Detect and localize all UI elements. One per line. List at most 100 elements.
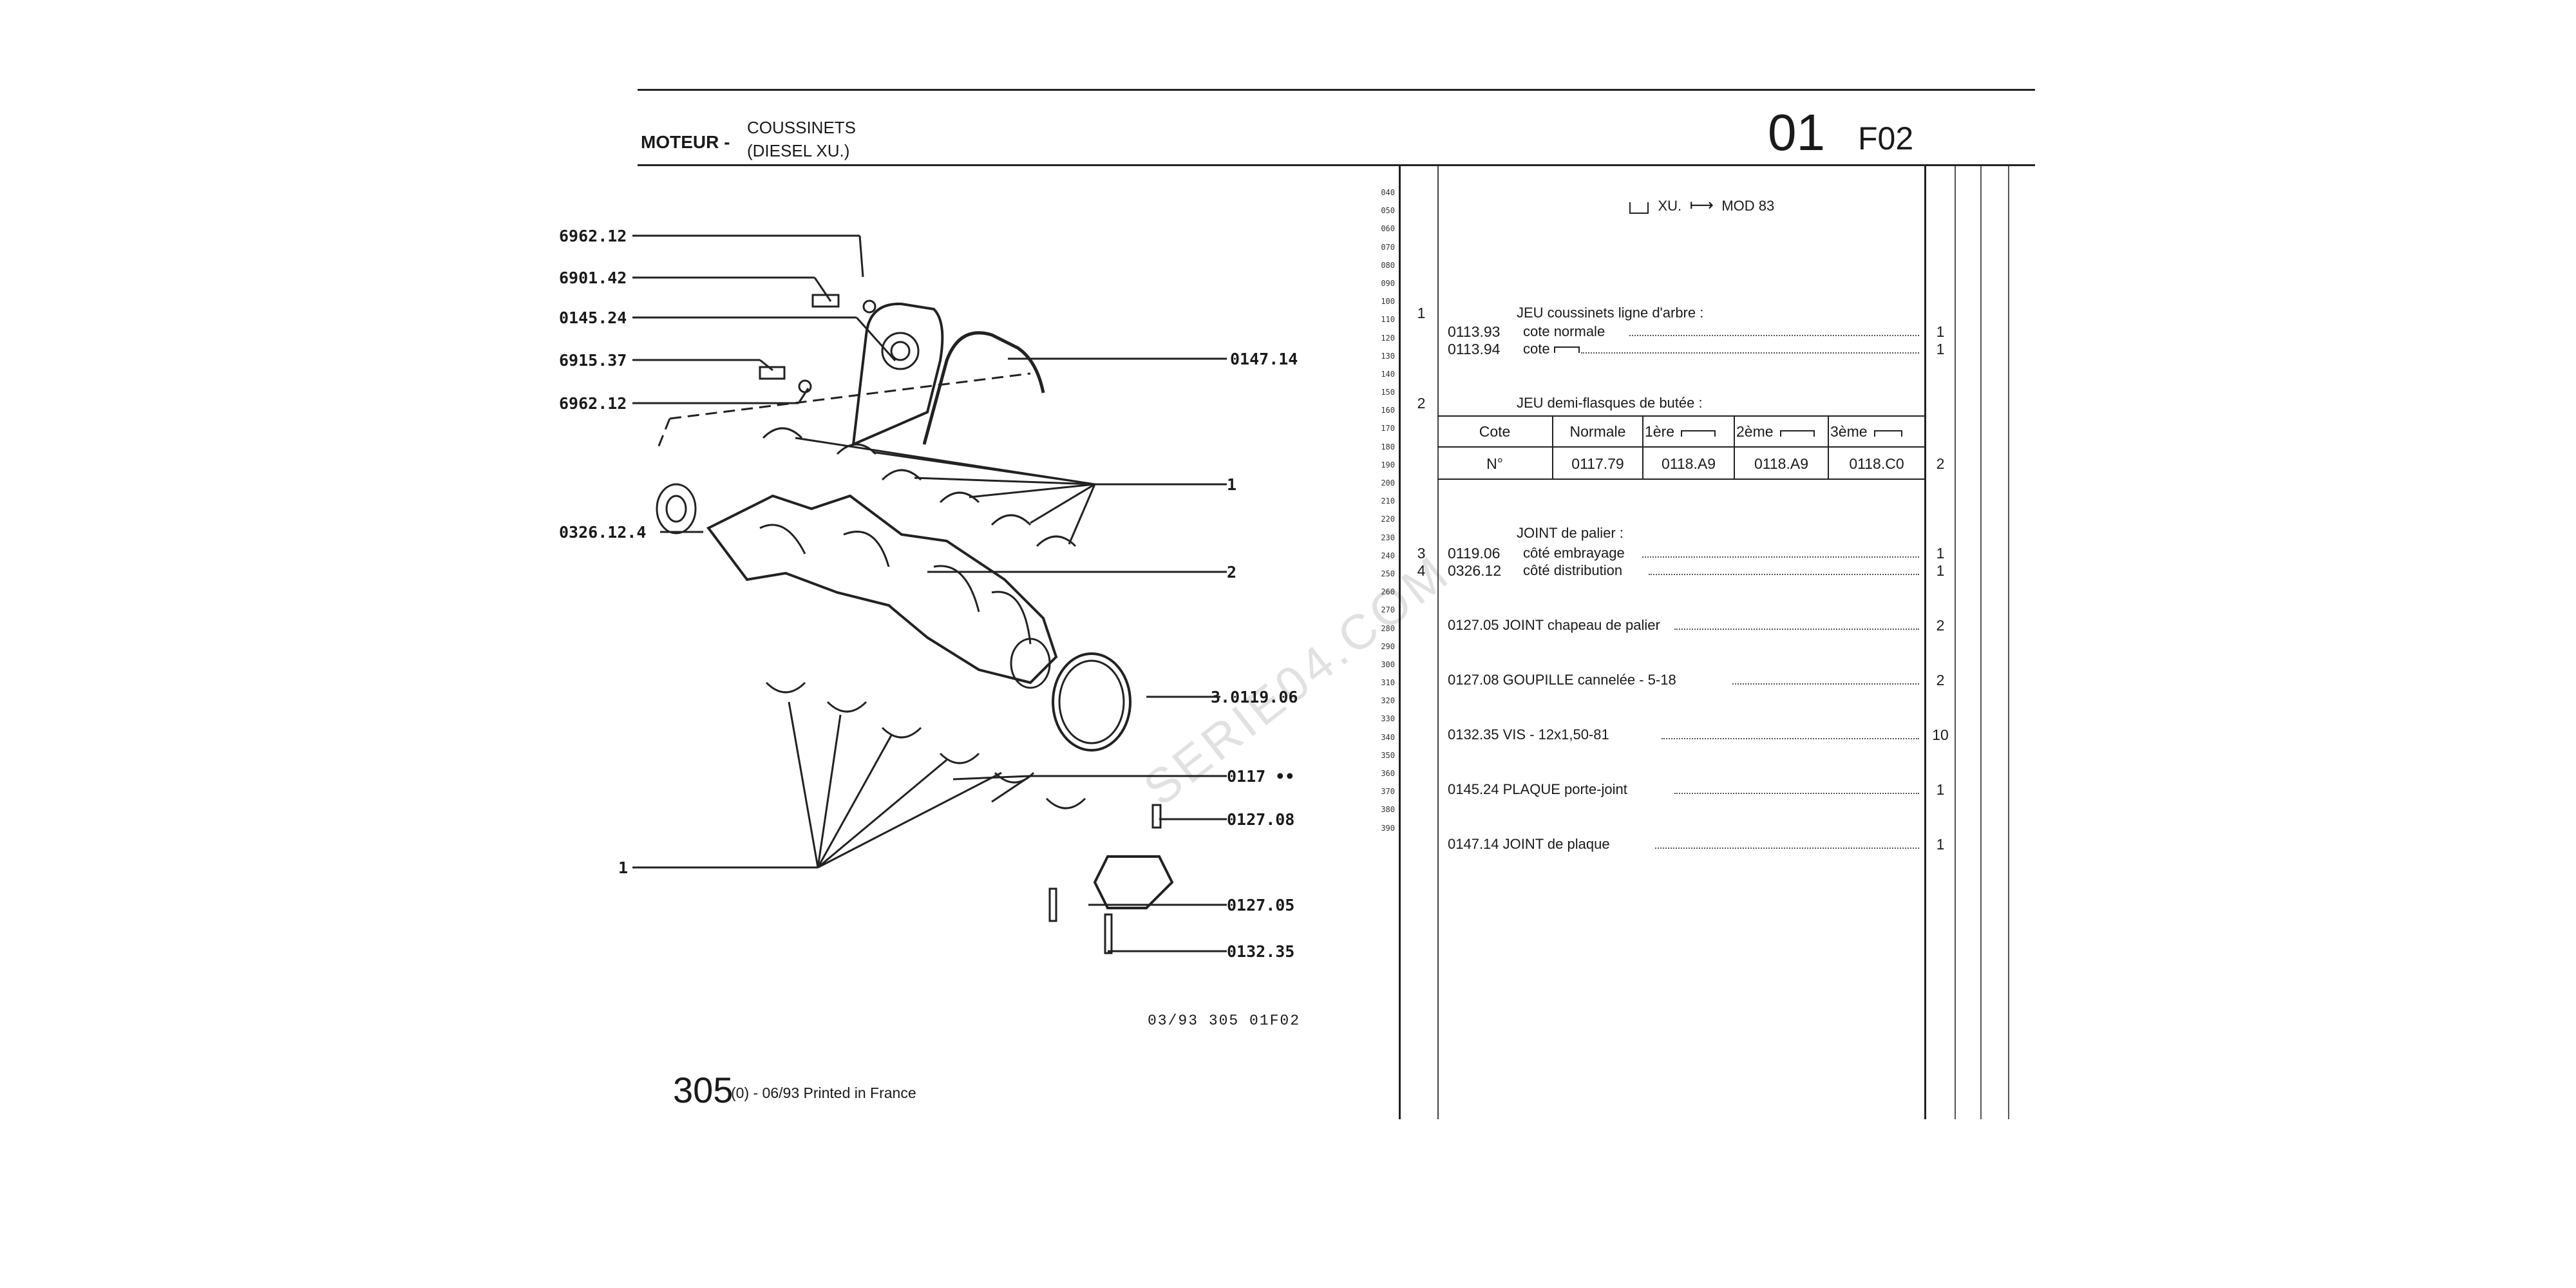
row-code: 340 <box>1381 732 1395 742</box>
callout-0127-05: 0127.05 <box>1227 896 1295 914</box>
dot-leader <box>1662 738 1919 739</box>
joint2-ref: 0326.12 <box>1448 562 1502 579</box>
row-code: 190 <box>1381 460 1395 469</box>
row-code: 350 <box>1381 750 1395 760</box>
table-rule <box>1734 415 1735 480</box>
row-code: 260 <box>1381 587 1395 597</box>
callout-0147-14: 0147.14 <box>1230 350 1298 368</box>
dot-leader <box>1629 335 1919 336</box>
dot-leader <box>1674 793 1919 794</box>
list-rule <box>2008 166 2009 1119</box>
td-3eme: 0118.C0 <box>1849 455 1904 472</box>
list-rule <box>1955 166 1956 1119</box>
callout-0145-24: 0145.24 <box>559 308 627 327</box>
row-code: 130 <box>1381 351 1395 361</box>
row-code: 330 <box>1381 714 1395 724</box>
qty-0127-08: 2 <box>1936 672 1945 688</box>
td-no: N° <box>1486 455 1503 472</box>
td-1ere: 0118.A9 <box>1662 455 1716 472</box>
joint-title: JOINT de palier : <box>1517 525 1624 541</box>
engine-icon <box>1629 202 1649 214</box>
joint1-num: 3 <box>1417 545 1426 562</box>
row-code: 280 <box>1381 623 1395 633</box>
text-0113-93: cote normale <box>1523 323 1605 339</box>
row-code: 100 <box>1381 297 1395 307</box>
applicability-engine: XU. <box>1658 198 1682 214</box>
row-code: 070 <box>1381 242 1395 252</box>
group2-num: 2 <box>1417 395 1426 412</box>
list-rule <box>1924 166 1926 1119</box>
qty-0147-14: 1 <box>1936 836 1945 853</box>
page-title: COUSSINETS <box>747 118 857 137</box>
dot-leader <box>1581 352 1919 354</box>
callout-6962-12-bottom: 6962.12 <box>559 394 627 413</box>
arrow-icon: ⟼ <box>1689 195 1714 214</box>
row-code: 150 <box>1381 388 1395 397</box>
row-code: 380 <box>1381 805 1395 815</box>
callout-0127-08: 0127.08 <box>1227 810 1295 829</box>
callout-0132-35: 0132.35 <box>1227 942 1295 961</box>
dot-leader <box>1674 629 1919 630</box>
oversize-symbol <box>1779 430 1815 437</box>
row-code: 210 <box>1381 497 1395 506</box>
joint1-qty: 1 <box>1936 545 1945 562</box>
joint2-num: 4 <box>1417 562 1426 579</box>
row-code: 270 <box>1381 605 1395 615</box>
callout-3-0119-06: 3.0119.06 <box>1211 688 1298 706</box>
row-code: 040 <box>1381 188 1395 197</box>
qty-0113-94: 1 <box>1936 341 1945 357</box>
th-cote: Cote <box>1479 423 1511 440</box>
item-0127-05: 0127.05 JOINT chapeau de palier <box>1448 617 1660 633</box>
callout-6915-37: 6915.37 <box>559 351 627 370</box>
item-0145-24: 0145.24 PLAQUE porte-joint <box>1448 781 1627 797</box>
footer-ref: 03/93 305 01F02 <box>1148 1012 1301 1029</box>
td-normale: 0117.79 <box>1571 455 1624 472</box>
row-code: 310 <box>1381 678 1395 688</box>
item-0127-08: 0127.08 GOUPILLE cannelée - 5-18 <box>1448 672 1676 688</box>
row-code: 090 <box>1381 278 1395 288</box>
footer-edition: (0) - 06/93 Printed in France <box>731 1084 916 1101</box>
text-0113-94: cote <box>1523 341 1550 357</box>
item-0147-14: 0147.14 JOINT de plaque <box>1448 836 1610 852</box>
callout-1-lower: 1 <box>618 858 629 877</box>
row-code: 320 <box>1381 696 1395 706</box>
th-2eme: 2ème <box>1736 423 1828 440</box>
table-rule <box>1437 415 1924 417</box>
row-code: 160 <box>1381 406 1395 415</box>
top-rule <box>638 89 2035 91</box>
item-0132-35: 0132.35 VIS - 12x1,50-81 <box>1448 726 1609 743</box>
footer-model: 305 <box>673 1070 734 1110</box>
dot-leader <box>1732 683 1919 685</box>
thrust-table: Cote Normale 1ère 2ème 3ème N° 0117.79 0… <box>1437 415 1924 480</box>
row-code: 180 <box>1381 442 1395 451</box>
row-code: 140 <box>1381 369 1395 379</box>
dot-leader <box>1649 574 1919 575</box>
section-label: MOTEUR - <box>641 132 730 152</box>
row-code: 110 <box>1381 315 1395 325</box>
th-1ere-label: 1ère <box>1645 423 1675 440</box>
table-rule <box>1642 415 1643 480</box>
list-rule <box>1399 166 1401 1119</box>
table-qty: 2 <box>1936 455 1945 472</box>
group1-num: 1 <box>1417 305 1426 321</box>
row-code: 230 <box>1381 533 1395 542</box>
applicability: XU. ⟼ MOD 83 <box>1629 195 1774 215</box>
oversize-symbol <box>1873 430 1902 437</box>
applicability-from: MOD 83 <box>1721 198 1775 214</box>
group1-title: JEU coussinets ligne d'arbre : <box>1517 305 1704 321</box>
group2-title: JEU demi-flasques de butée : <box>1517 395 1703 411</box>
th-2eme-label: 2ème <box>1736 423 1774 440</box>
table-rule <box>1437 478 1924 480</box>
joint2-text: côté distribution <box>1523 562 1623 578</box>
page-code: F02 <box>1858 120 1914 156</box>
table-rule <box>1437 446 1924 448</box>
callout-0326-12: 0326.12.4 <box>559 523 647 542</box>
qty-0145-24: 1 <box>1936 781 1945 798</box>
qty-0113-93: 1 <box>1936 323 1945 340</box>
dot-leader <box>1642 556 1919 558</box>
table-rule <box>1828 415 1829 480</box>
row-code: 370 <box>1381 787 1395 797</box>
row-code: 060 <box>1381 224 1395 234</box>
td-2eme: 0118.A9 <box>1754 455 1808 472</box>
